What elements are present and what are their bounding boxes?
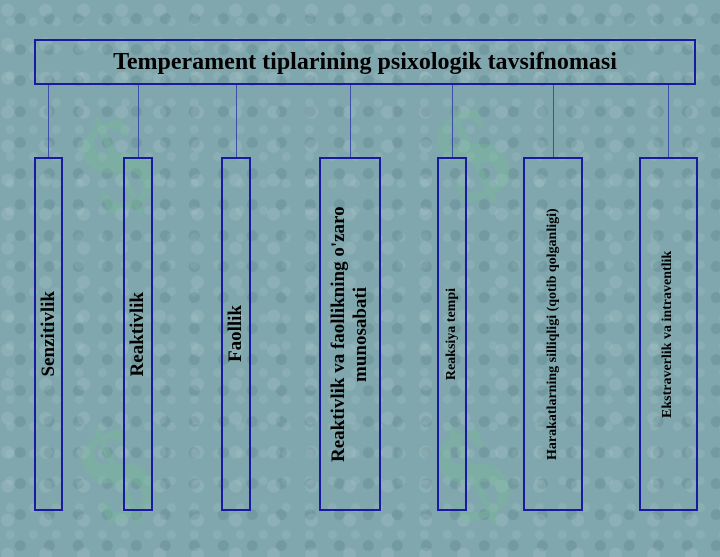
category-label: Ekstraverlik va intraventlik xyxy=(660,250,676,418)
category-box-reaksiya-tempi: Reaksiya tempi xyxy=(437,157,467,511)
category-label: Reaksiya tempi xyxy=(443,287,459,381)
connector-line xyxy=(138,85,139,157)
category-label: Harakatlarning silliqligi (qotib qolganl… xyxy=(544,208,560,460)
connector-line xyxy=(452,85,453,157)
category-label: Reaktivlik xyxy=(127,291,149,377)
category-box-munosabat: Reaktivlik va faollikning o'zaro munosab… xyxy=(319,157,381,511)
connector-line xyxy=(350,85,351,157)
connector-line xyxy=(236,85,237,157)
category-box-ekstraverlik: Ekstraverlik va intraventlik xyxy=(639,157,698,511)
dollar-watermark-icon: $ xyxy=(412,76,533,234)
category-box-reaktivlik: Reaktivlik xyxy=(123,157,153,511)
category-label: Faollik xyxy=(225,305,247,363)
connector-line xyxy=(668,85,669,157)
diagram-title-box: Temperament tiplarining psixologik tavsi… xyxy=(34,39,696,85)
diagram-title: Temperament tiplarining psixologik tavsi… xyxy=(113,48,617,75)
dollar-watermark-icon: $ xyxy=(57,86,178,244)
dollar-watermark-icon: $ xyxy=(412,396,533,554)
category-label: Reaktivlik va faollikning o'zaro munosab… xyxy=(328,206,371,462)
category-label: Senzitivlik xyxy=(37,291,59,377)
category-box-faollik: Faollik xyxy=(221,157,251,511)
category-box-silliqligi: Harakatlarning silliqligi (qotib qolganl… xyxy=(523,157,583,511)
dollar-watermark-icon: $ xyxy=(57,396,178,554)
connector-line xyxy=(553,85,554,157)
category-box-senzitivlik: Senzitivlik xyxy=(34,157,63,511)
connector-line xyxy=(48,85,49,157)
